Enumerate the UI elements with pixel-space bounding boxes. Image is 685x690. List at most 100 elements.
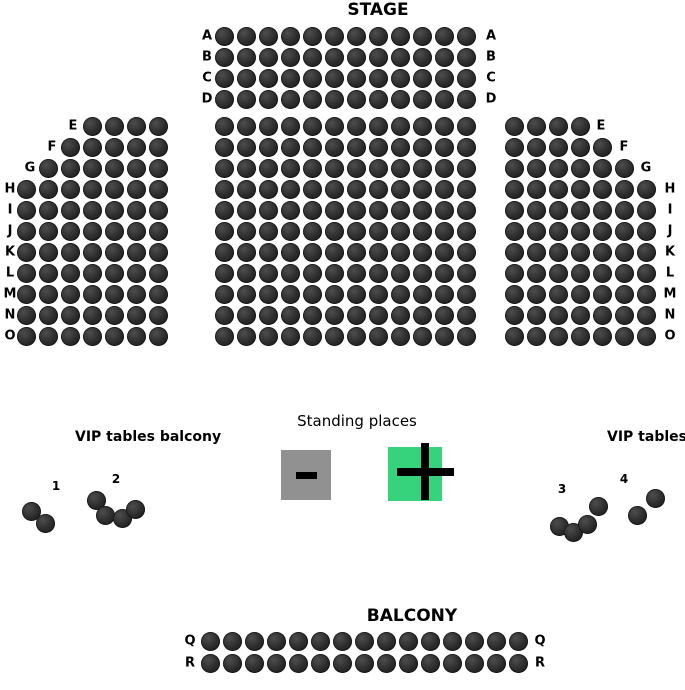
seat-center[interactable] [214,284,234,304]
seat-left-row-J[interactable] [38,221,58,241]
seat-right-row-E[interactable] [548,116,568,136]
seat-right-row-O[interactable] [570,326,590,346]
seat-balcony-row-Q[interactable] [376,631,396,651]
seat-center[interactable] [258,263,278,283]
seat-left-row-E[interactable] [82,116,102,136]
seat-center[interactable] [346,305,366,325]
seat-center[interactable] [236,116,256,136]
seat-balcony-row-R[interactable] [420,653,440,673]
seat-center[interactable] [434,242,454,262]
seat-center[interactable] [302,305,322,325]
seat-right-row-F[interactable] [504,137,524,157]
seat-right-row-K[interactable] [526,242,546,262]
seat-balcony-row-Q[interactable] [442,631,462,651]
standing-plus-button[interactable] [388,447,442,501]
seat-right-row-G[interactable] [592,158,612,178]
seat-center[interactable] [346,326,366,346]
seat-left-row-I[interactable] [82,200,102,220]
seat-left-row-H[interactable] [104,179,124,199]
seat-center-row-B[interactable] [412,47,432,67]
seat-right-row-E[interactable] [504,116,524,136]
seat-right-row-L[interactable] [592,263,612,283]
seat-right-row-I[interactable] [592,200,612,220]
seat-balcony-row-R[interactable] [222,653,242,673]
seat-left-row-I[interactable] [60,200,80,220]
seat-right-row-I[interactable] [614,200,634,220]
seat-right-row-O[interactable] [614,326,634,346]
seat-center[interactable] [434,158,454,178]
seat-center[interactable] [390,158,410,178]
seat-center[interactable] [236,263,256,283]
seat-left-row-O[interactable] [126,326,146,346]
seat-center[interactable] [280,116,300,136]
seat-right-row-I[interactable] [526,200,546,220]
seat-left-row-L[interactable] [60,263,80,283]
seat-right-row-J[interactable] [526,221,546,241]
seat-center-row-B[interactable] [346,47,366,67]
seat-left-row-I[interactable] [126,200,146,220]
seat-right-row-H[interactable] [526,179,546,199]
seat-right-row-G[interactable] [548,158,568,178]
seat-center[interactable] [302,200,322,220]
vip-right-seat[interactable] [588,496,608,516]
seat-center[interactable] [368,200,388,220]
seat-right-row-H[interactable] [548,179,568,199]
seat-center-row-B[interactable] [368,47,388,67]
seat-right-row-F[interactable] [570,137,590,157]
seat-center[interactable] [346,200,366,220]
seat-right-row-I[interactable] [570,200,590,220]
seat-center[interactable] [302,326,322,346]
seat-balcony-row-R[interactable] [508,653,528,673]
seat-center[interactable] [236,305,256,325]
seat-right-row-M[interactable] [504,284,524,304]
seat-center-row-C[interactable] [390,68,410,88]
seat-center[interactable] [456,326,476,346]
seat-center-row-D[interactable] [412,89,432,109]
seat-center-row-A[interactable] [280,26,300,46]
seat-right-row-M[interactable] [570,284,590,304]
seat-center[interactable] [280,158,300,178]
seat-center-row-A[interactable] [302,26,322,46]
seat-left-row-H[interactable] [60,179,80,199]
seat-center[interactable] [456,158,476,178]
seat-right-row-L[interactable] [548,263,568,283]
seat-right-row-L[interactable] [614,263,634,283]
seat-center[interactable] [324,116,344,136]
seat-right-row-E[interactable] [570,116,590,136]
seat-left-row-I[interactable] [38,200,58,220]
seat-left-row-K[interactable] [126,242,146,262]
seat-center[interactable] [214,326,234,346]
seat-right-row-O[interactable] [548,326,568,346]
seat-balcony-row-R[interactable] [332,653,352,673]
vip-right-seat[interactable] [577,514,597,534]
seat-left-row-G[interactable] [38,158,58,178]
seat-center[interactable] [302,263,322,283]
seat-center[interactable] [368,179,388,199]
seat-balcony-row-Q[interactable] [508,631,528,651]
seat-center-row-A[interactable] [434,26,454,46]
seat-left-row-N[interactable] [38,305,58,325]
seat-center[interactable] [258,179,278,199]
seat-balcony-row-Q[interactable] [464,631,484,651]
seat-center-row-C[interactable] [324,68,344,88]
seat-left-row-J[interactable] [60,221,80,241]
seat-center-row-C[interactable] [302,68,322,88]
seat-right-row-N[interactable] [570,305,590,325]
seat-center-row-C[interactable] [346,68,366,88]
seat-center[interactable] [214,200,234,220]
seat-left-row-F[interactable] [148,137,168,157]
seat-right-row-G[interactable] [504,158,524,178]
seat-right-row-M[interactable] [636,284,656,304]
seat-left-row-M[interactable] [104,284,124,304]
seat-left-row-L[interactable] [126,263,146,283]
seat-left-row-F[interactable] [60,137,80,157]
seat-center[interactable] [302,179,322,199]
seat-center[interactable] [280,326,300,346]
seat-center[interactable] [280,284,300,304]
seat-center[interactable] [236,179,256,199]
seat-balcony-row-R[interactable] [376,653,396,673]
seat-center[interactable] [412,158,432,178]
seat-balcony-row-Q[interactable] [266,631,286,651]
seat-right-row-H[interactable] [592,179,612,199]
seat-balcony-row-Q[interactable] [420,631,440,651]
